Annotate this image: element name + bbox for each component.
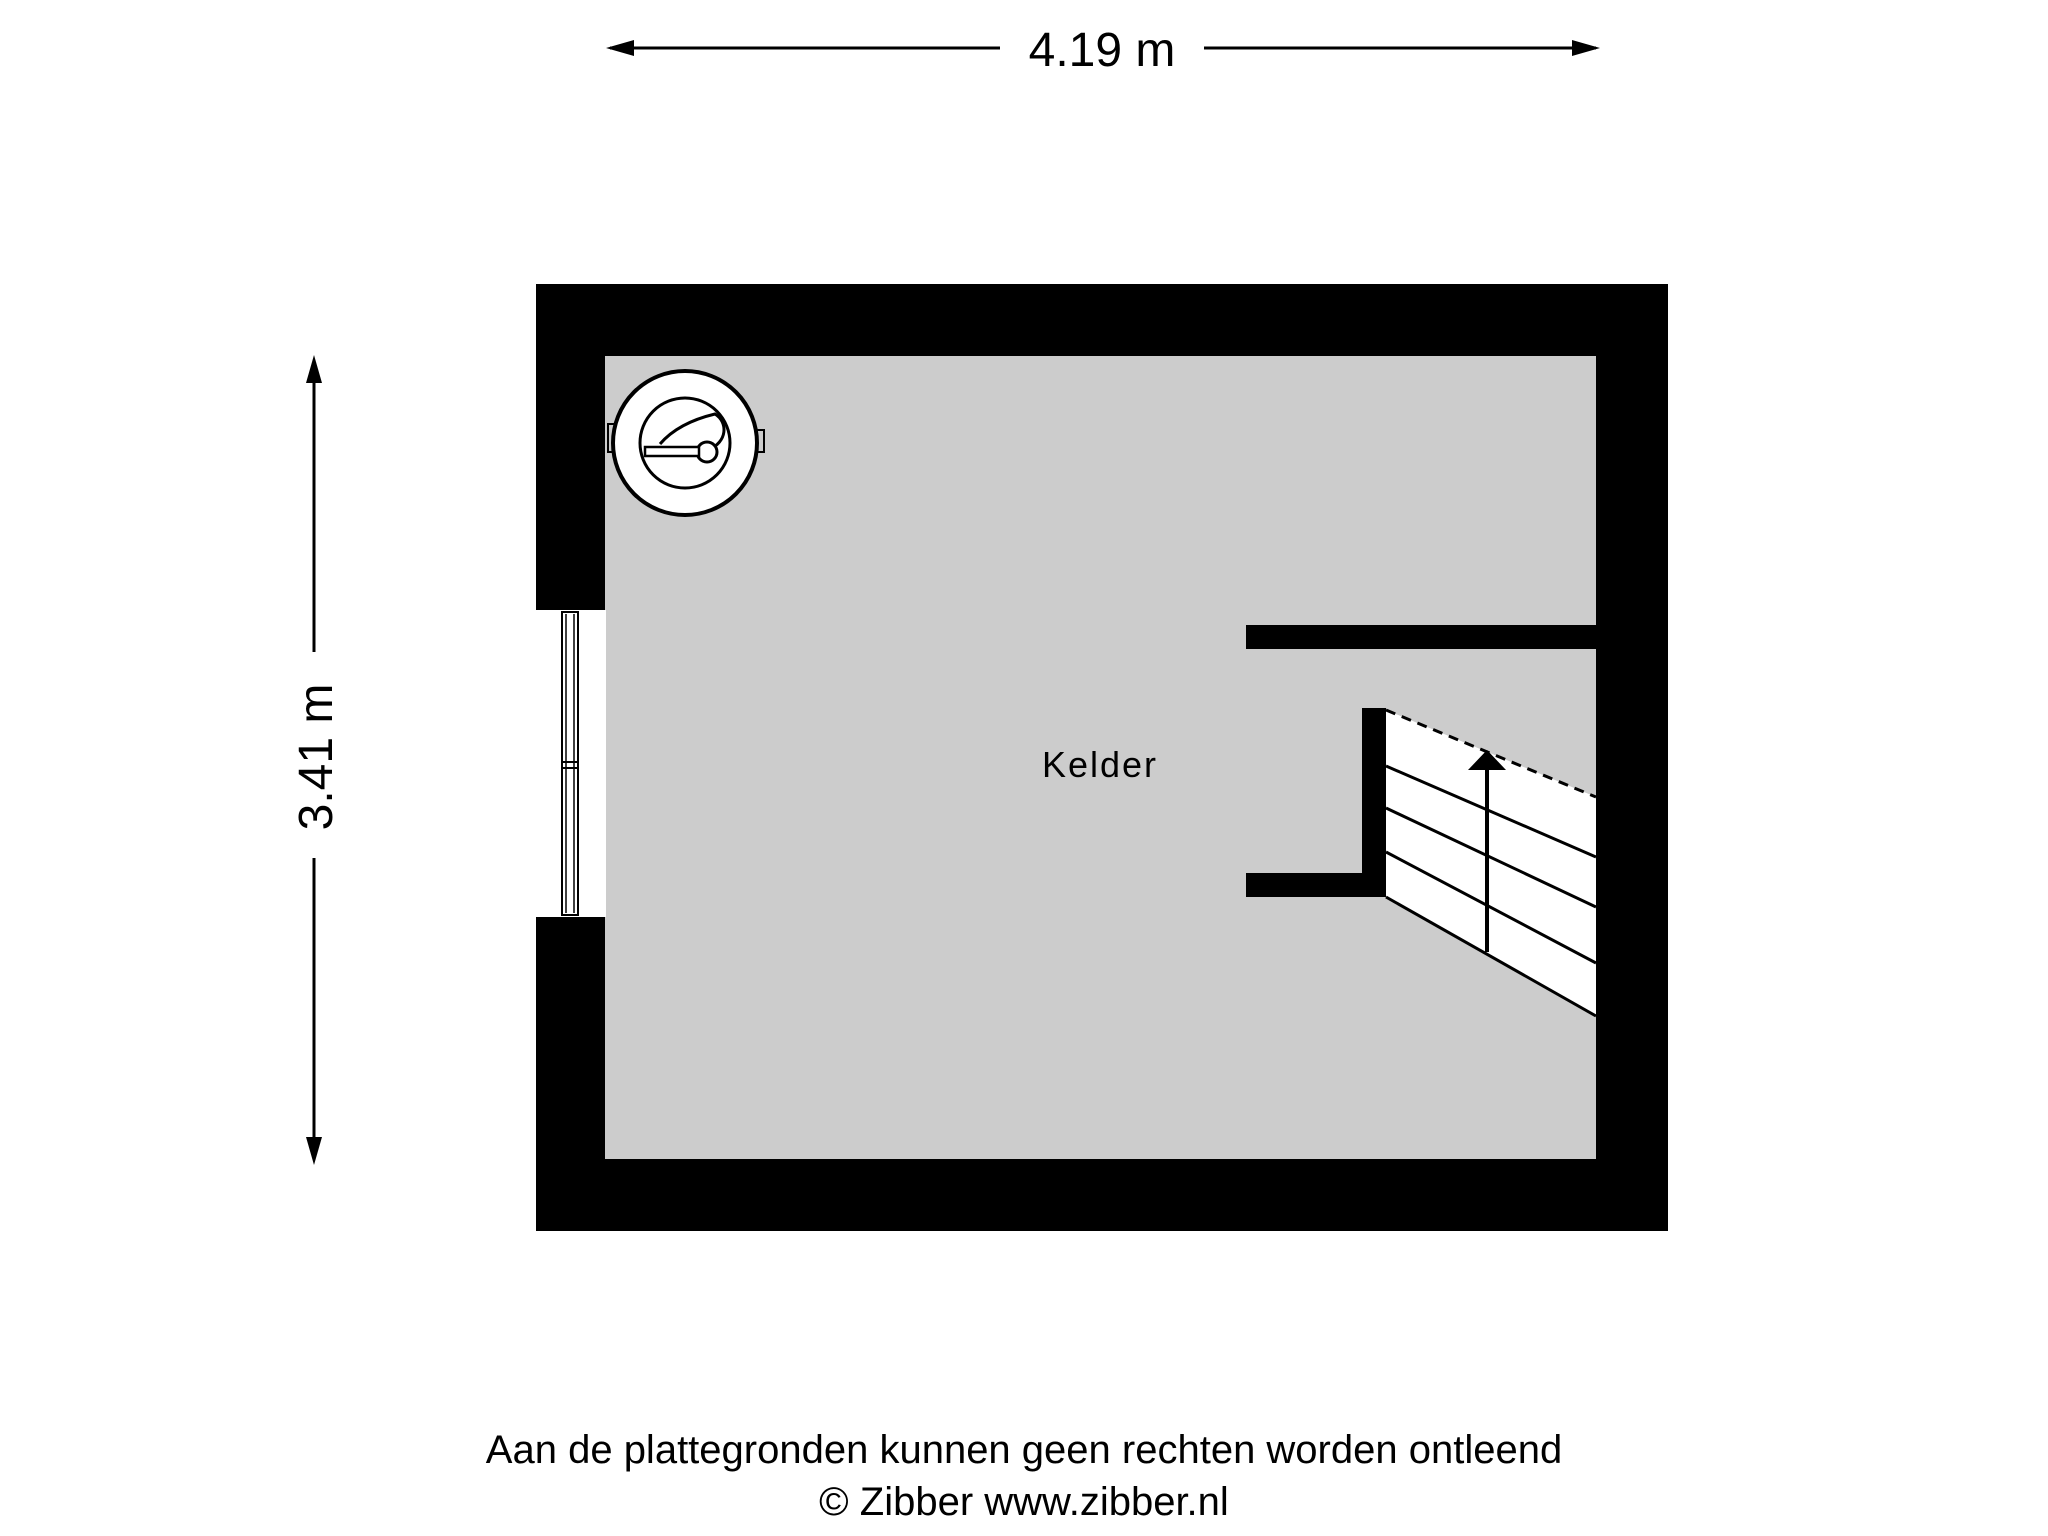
staircase (1385, 708, 1597, 1018)
width-dimension: 4.19 m (606, 24, 1600, 77)
disclaimer-text: Aan de plattegronden kunnen geen rechten… (485, 1428, 1563, 1472)
height-label: 3.41 m (290, 684, 343, 831)
copyright-text: © Zibber www.zibber.nl (819, 1480, 1229, 1524)
boiler-icon (607, 369, 765, 517)
stair-wall (1362, 708, 1386, 897)
room-label-kelder: Kelder (1042, 744, 1158, 785)
window (535, 610, 606, 917)
width-label: 4.19 m (1029, 24, 1176, 77)
stairs-up-arrow-icon (1468, 750, 1506, 952)
height-dimension: 3.41 m (290, 355, 343, 1165)
interior-wall-upper (1246, 625, 1596, 649)
